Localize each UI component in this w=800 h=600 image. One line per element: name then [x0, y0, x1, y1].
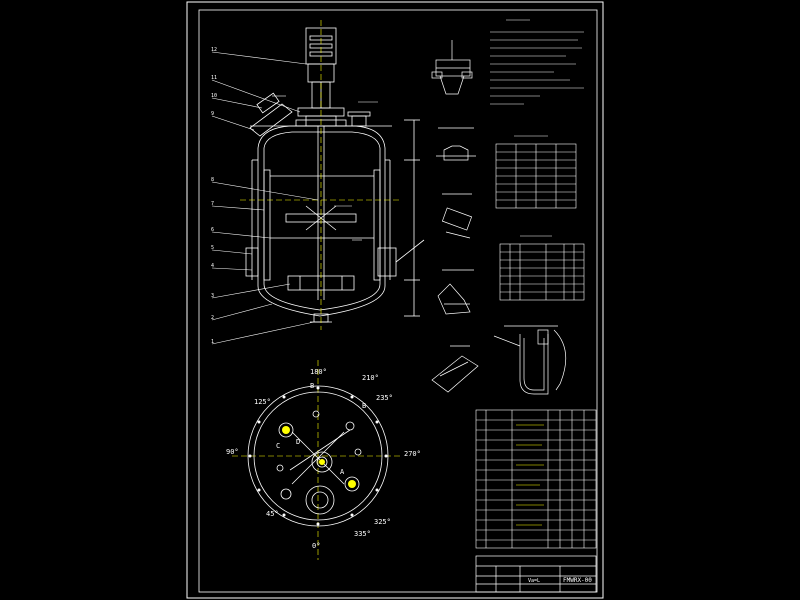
callout-6: 6 — [211, 227, 214, 233]
vessel-top-view — [247, 385, 389, 527]
center-lines — [232, 20, 402, 560]
top-view-nozzle-letters: B A C D B — [276, 382, 366, 476]
nozzle-letter-b-top: B — [310, 382, 314, 390]
top-view-yellow-nozzles — [282, 426, 356, 488]
angle-335: 335° — [354, 530, 371, 538]
callout-12: 12 — [211, 47, 217, 53]
callout-3: 3 — [211, 293, 214, 299]
callout-labels: 12 11 10 9 8 7 6 5 4 3 2 1 — [211, 47, 217, 345]
nozzle-letter-b-right: B — [362, 402, 366, 410]
parts-list-table — [475, 409, 597, 549]
top-view-angle-labels: 180° 210° 235° 270° 325° 335° 0° 45° 90°… — [226, 368, 421, 550]
callout-10: 10 — [211, 93, 217, 99]
main-view-notes — [272, 95, 378, 241]
callout-5: 5 — [211, 245, 214, 251]
callout-4: 4 — [211, 263, 214, 269]
sheet-border-inner — [198, 9, 598, 593]
callout-1: 1 — [211, 339, 214, 345]
nozzle-letter-a: A — [340, 468, 345, 476]
nozzle-table — [499, 235, 585, 301]
callout-leaders — [211, 51, 319, 345]
detail-view-3 — [441, 193, 473, 239]
angle-235: 235° — [376, 394, 393, 402]
detail-view-6 — [493, 325, 567, 395]
angle-180: 180° — [310, 368, 327, 376]
angle-45: 45° — [266, 510, 279, 518]
angle-325: 325° — [374, 518, 391, 526]
angle-210: 210° — [362, 374, 379, 382]
angle-90: 90° — [226, 448, 239, 456]
angle-270: 270° — [404, 450, 421, 458]
detail-view-5 — [431, 345, 479, 393]
callout-11: 11 — [211, 75, 217, 81]
detail-view-1 — [431, 40, 473, 95]
nozzle-letter-d: D — [296, 438, 300, 446]
drawing-number: FMWRX-00 — [563, 577, 592, 584]
callout-7: 7 — [211, 201, 214, 207]
callout-8: 8 — [211, 177, 214, 183]
sheet-border-outer — [186, 1, 604, 599]
title-block-volume: Va=L — [528, 578, 540, 584]
nozzle-letter-c: C — [276, 442, 280, 450]
angle-0: 0° — [312, 542, 320, 550]
technical-data-table — [495, 135, 577, 209]
vessel-front-view — [245, 27, 425, 323]
top-view-bolt-holes — [248, 386, 388, 526]
detail-view-4 — [437, 269, 474, 315]
technical-notes — [490, 19, 584, 105]
callout-9: 9 — [211, 111, 214, 117]
angle-125: 125° — [254, 398, 271, 406]
parts-list-yellow-rows — [516, 424, 544, 526]
title-block — [475, 555, 597, 593]
detail-view-2 — [436, 127, 476, 161]
callout-2: 2 — [211, 315, 214, 321]
